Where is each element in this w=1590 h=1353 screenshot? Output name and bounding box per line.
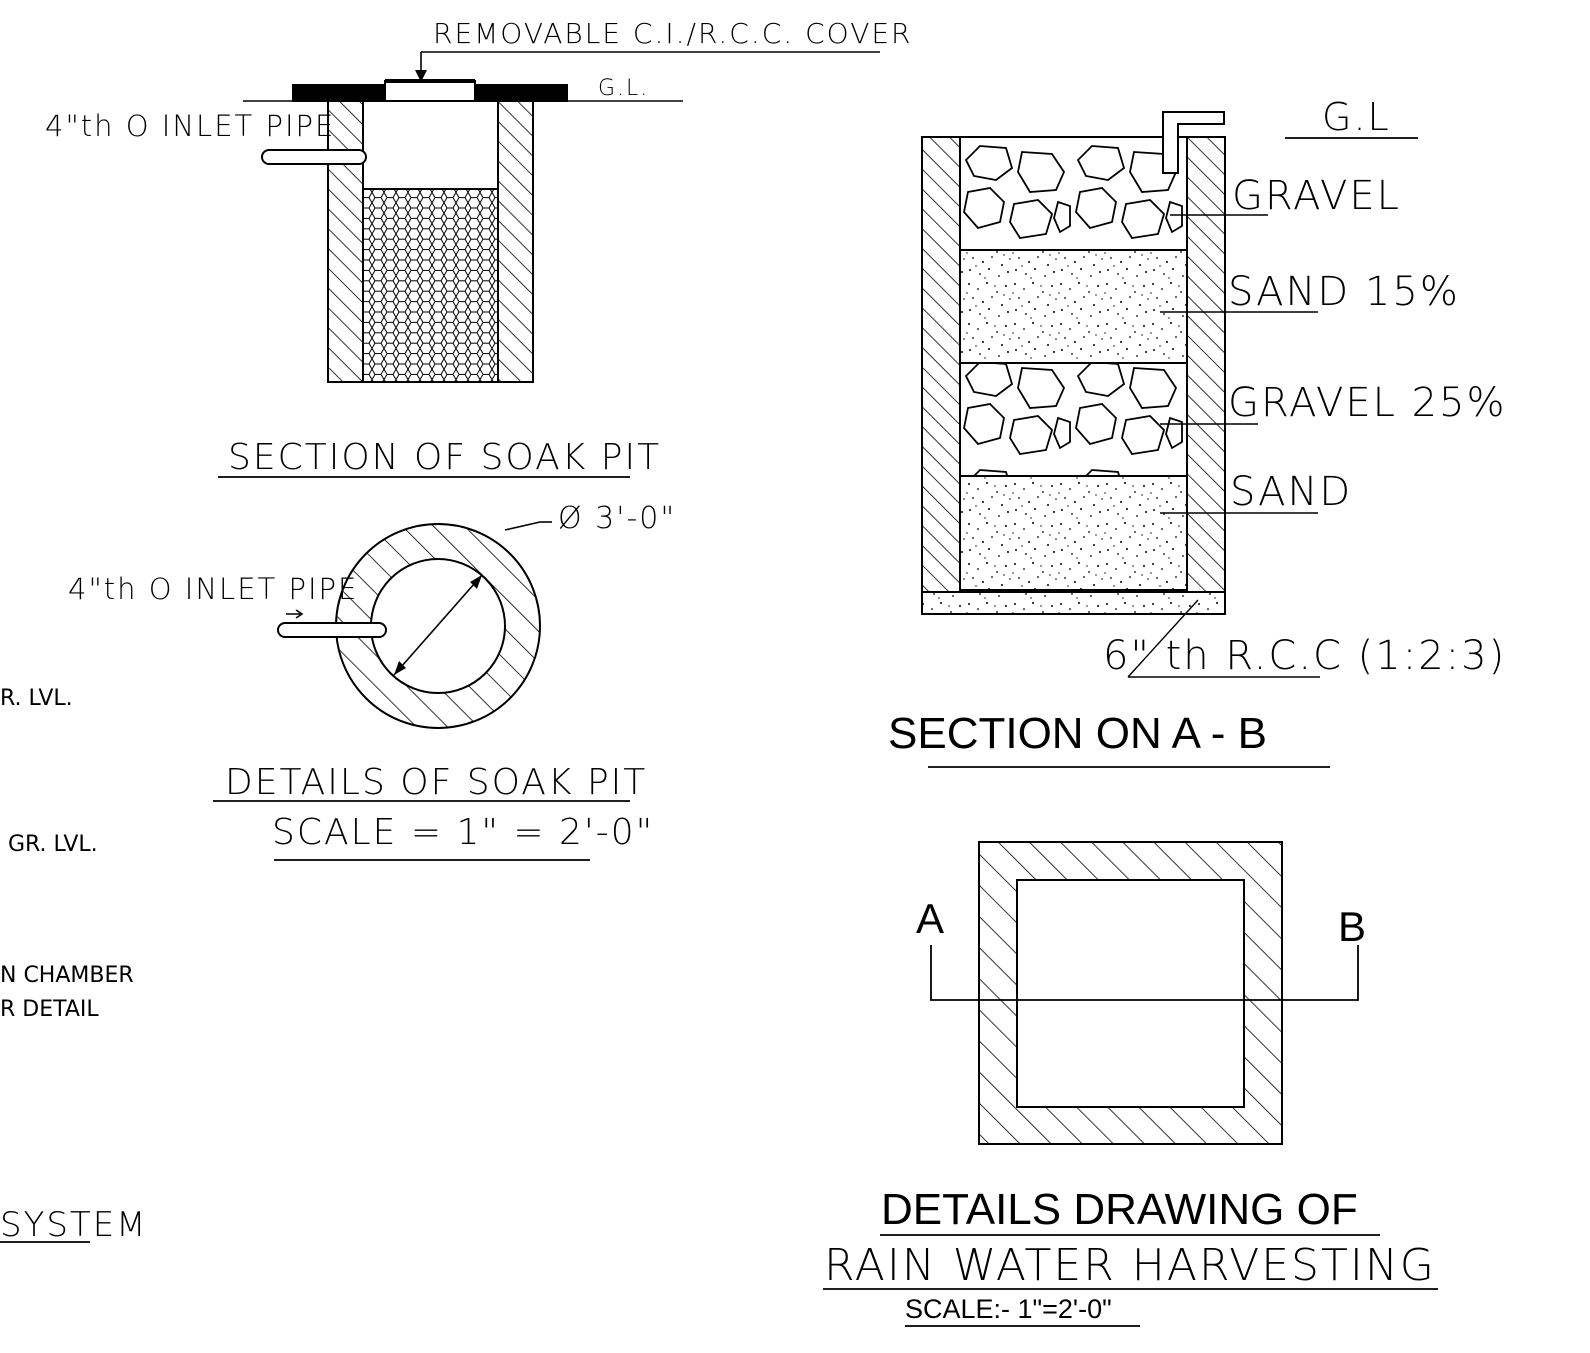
chamber-label-2: R DETAIL (0, 997, 99, 1022)
rcc-base-label: 6" th R.C.C (1:2:3) (1103, 633, 1507, 679)
soak-pit-scale: SCALE = 1" = 2'-0" (272, 812, 655, 853)
drawing-scale: SCALE:- 1"=2'-0" (905, 1294, 1112, 1324)
chamber-label-1: N CHAMBER (0, 963, 134, 988)
plan-view (930, 841, 1359, 1145)
soak-pit-plan (213, 521, 630, 861)
soak-pit-details-title: DETAILS OF SOAK PIT (225, 762, 648, 803)
section-ab (921, 111, 1418, 768)
inlet-pipe-label: 4"th O INLET PIPE (45, 109, 336, 143)
point-a-label: A (916, 895, 945, 942)
drawing-title-line1: DETAILS DRAWING OF (881, 1185, 1358, 1234)
drawing-title-line2: RAIN WATER HARVESTING (824, 1240, 1436, 1291)
gr-lvl-label-1: R. LVL. (0, 686, 73, 711)
soak-pit-section-title: SECTION OF SOAK PIT (228, 437, 662, 478)
layer-label-sand: SAND (1230, 469, 1353, 515)
diameter-label: Ø 3'-0" (558, 501, 677, 536)
gl-label-section: G.L (1322, 95, 1391, 139)
layer-label-gravel-25: GRAVEL 25% (1228, 380, 1507, 426)
system-label: SYSTEM (0, 1205, 148, 1245)
layer-label-gravel: GRAVEL (1232, 173, 1401, 219)
layer-label-sand-15: SAND 15% (1228, 269, 1460, 315)
inlet-pipe-label-plan: 4"th O INLET PIPE (68, 572, 359, 606)
title-underlines (0, 1234, 1438, 1327)
gr-lvl-label-2: GR. LVL. (8, 832, 98, 857)
cover-label: REMOVABLE C.I./R.C.C. COVER (433, 17, 913, 50)
point-b-label: B (1338, 903, 1367, 950)
soak-pit-section (218, 51, 880, 478)
gl-label-soak-pit: G.L. (598, 76, 650, 101)
section-ab-title: SECTION ON A - B (888, 709, 1267, 758)
